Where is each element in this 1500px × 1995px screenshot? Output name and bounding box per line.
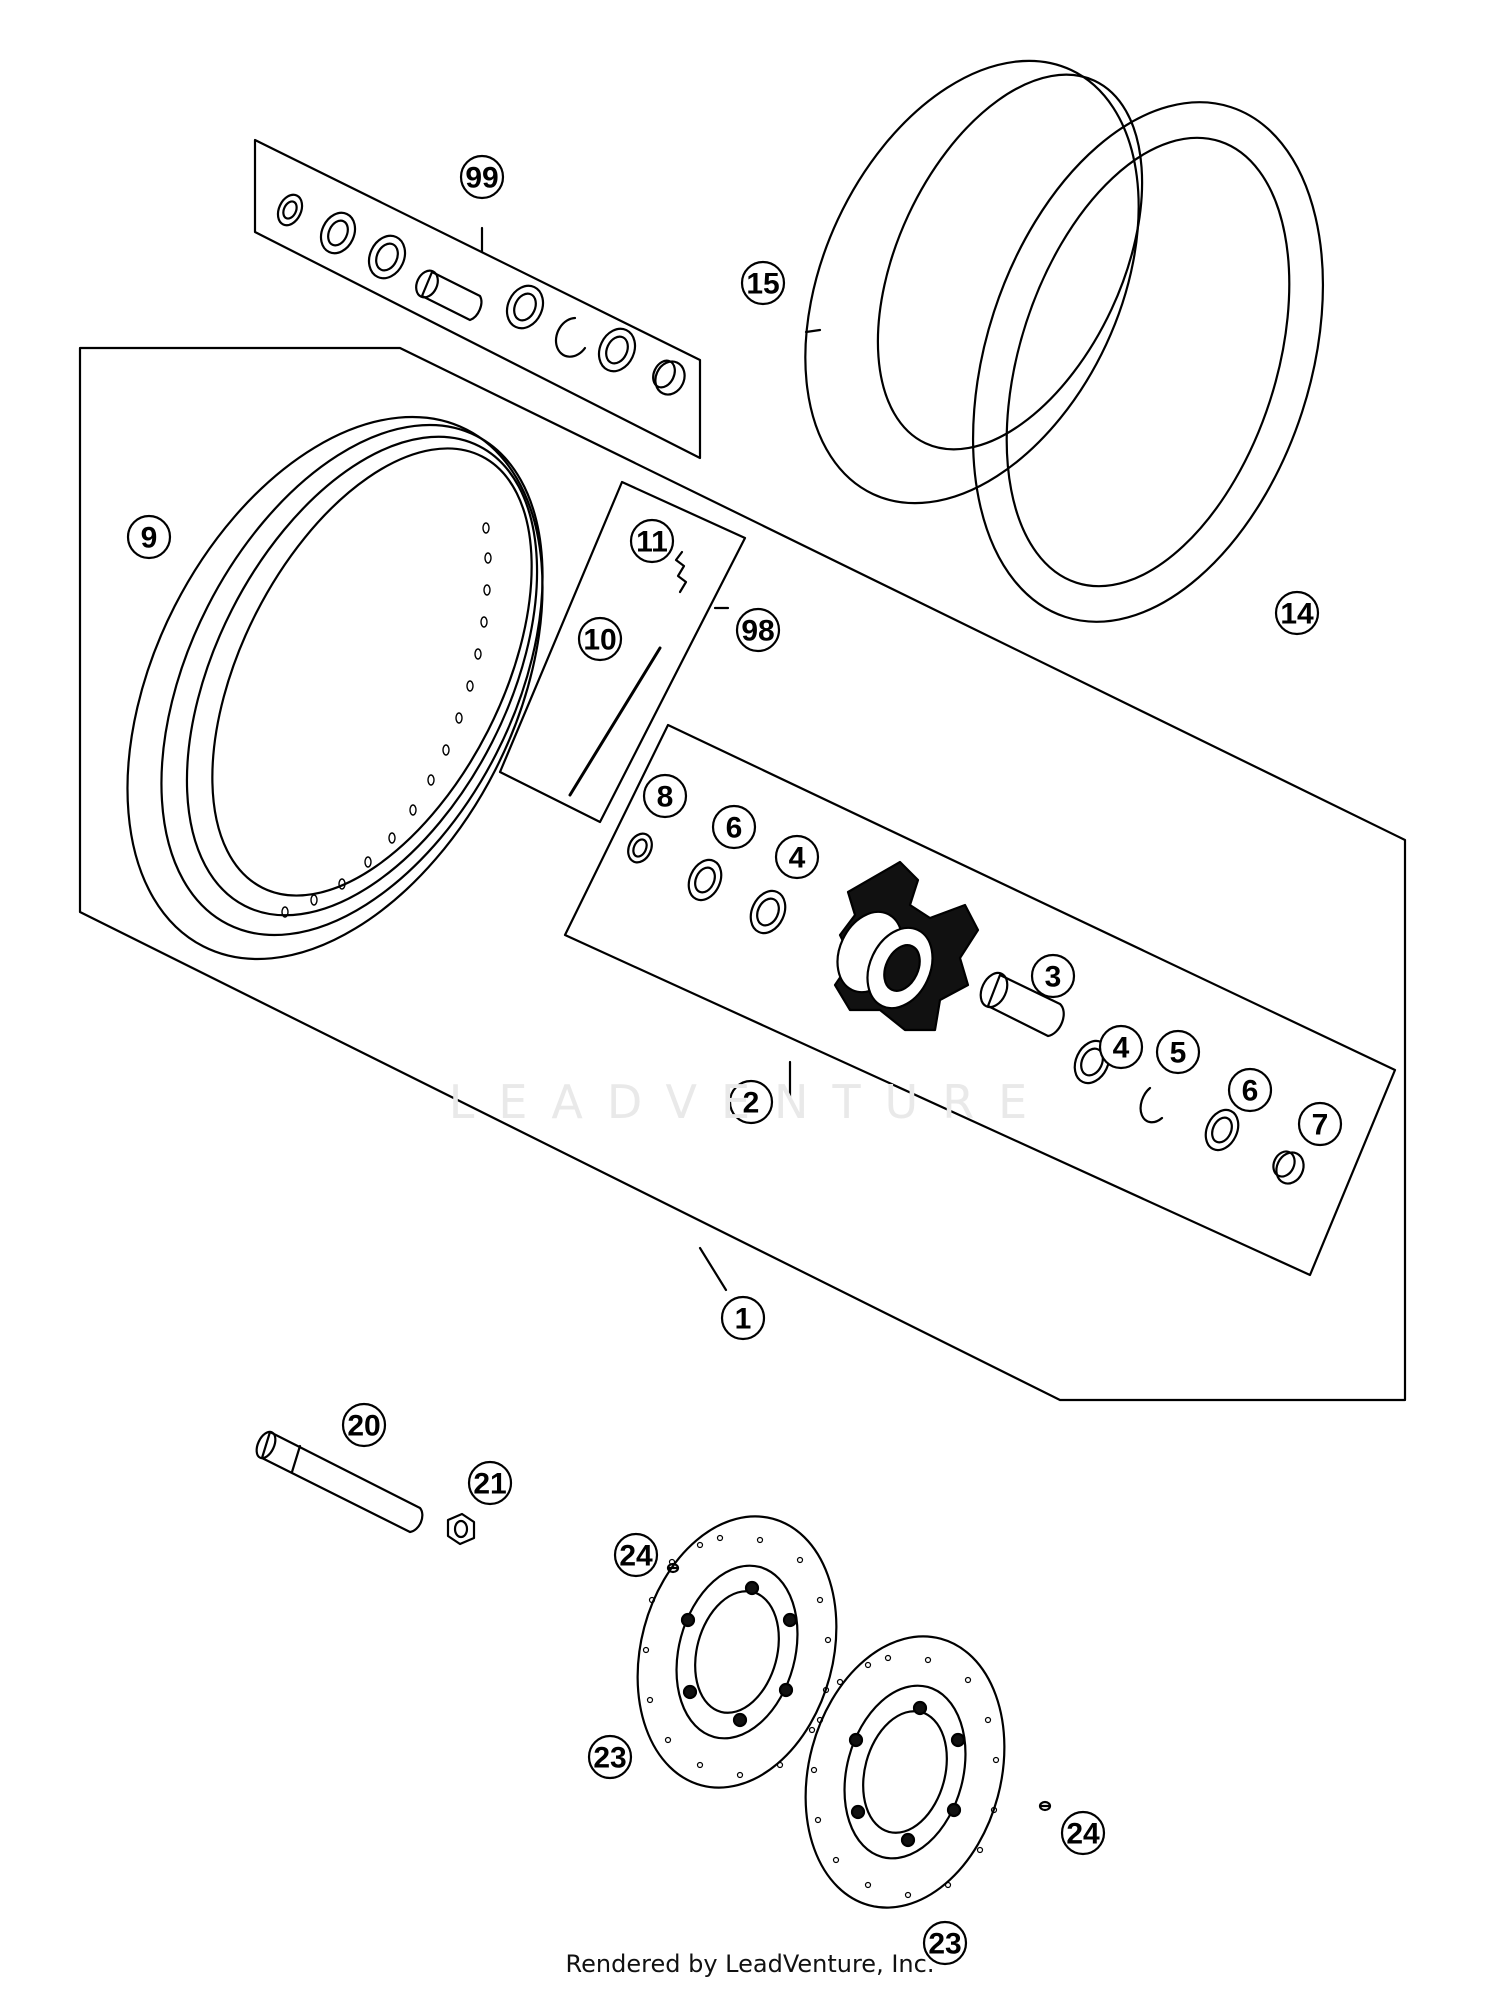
callout-label-4: 4	[1113, 1032, 1130, 1065]
callout-circle-3	[1030, 953, 1076, 999]
watermark: LEADVENTURE	[448, 1075, 1052, 1129]
callout-circle-7	[1297, 1101, 1343, 1147]
callout-circle-24	[613, 1532, 659, 1578]
callout-circle-23	[587, 1734, 633, 1780]
screw-24-bottom	[1038, 1800, 1052, 1812]
callout-label-99: 99	[465, 162, 498, 195]
callout-circle-24	[1060, 1810, 1106, 1856]
callout-label-21: 21	[473, 1468, 506, 1501]
callout-label-24: 24	[1066, 1818, 1100, 1851]
callout-circle-20	[341, 1402, 387, 1448]
callout-label-2: 2	[743, 1087, 760, 1120]
callout-label-14: 14	[1280, 598, 1314, 631]
callout-circle-10	[577, 616, 623, 662]
wheel-assembly-outline-1	[78, 346, 1407, 1402]
callout-label-24: 24	[619, 1540, 653, 1573]
callout-label-6: 6	[726, 812, 743, 845]
callout-label-15: 15	[746, 268, 779, 301]
callout-label-10: 10	[583, 624, 616, 657]
callout-circle-14	[1274, 590, 1320, 636]
callout-label-23: 23	[593, 1742, 626, 1775]
callout-circle-6	[1227, 1067, 1273, 1113]
callout-label-20: 20	[347, 1410, 380, 1443]
axle-20	[255, 1430, 424, 1534]
brake-disc-23-right	[804, 1635, 1006, 1909]
callout-circle-23	[922, 1920, 968, 1966]
callout-label-5: 5	[1170, 1037, 1187, 1070]
callout-circle-4	[1098, 1024, 1144, 1070]
hub-panel-2	[563, 723, 1397, 1277]
spoke-panel-98	[498, 480, 747, 824]
footer-credit: Rendered by LeadVenture, Inc.	[565, 1950, 935, 1978]
callout-circle-8	[642, 773, 688, 819]
callout-circle-11	[629, 518, 675, 564]
callout-circle-5	[1155, 1029, 1201, 1075]
callout-circle-99	[459, 154, 505, 200]
callout-label-23: 23	[928, 1928, 961, 1961]
callout-circle-4	[774, 834, 820, 880]
brake-disc-23-left	[636, 1515, 838, 1789]
callout-circle-98	[735, 607, 781, 653]
callout-label-3: 3	[1045, 961, 1062, 994]
callout-label-98: 98	[741, 615, 774, 648]
callout-label-9: 9	[141, 522, 158, 555]
callout-circle-21	[467, 1460, 513, 1506]
callout-circle-1	[720, 1295, 766, 1341]
rim-9	[126, 415, 544, 961]
callout-circle-2	[728, 1079, 774, 1125]
inner-tube-14	[971, 101, 1325, 623]
kit-panel-99	[253, 138, 702, 460]
callout-circle-15	[740, 260, 786, 306]
callout-label-1: 1	[735, 1303, 752, 1336]
callout-label-7: 7	[1312, 1109, 1329, 1142]
tire-15	[804, 59, 1144, 505]
nut-21	[446, 1512, 476, 1546]
callout-circle-6	[711, 804, 757, 850]
callout-label-4: 4	[789, 842, 806, 875]
callout-label-8: 8	[657, 781, 674, 814]
leader-line-1	[698, 1246, 728, 1292]
callout-label-11: 11	[636, 526, 668, 559]
callout-label-6: 6	[1242, 1075, 1259, 1108]
callout-circle-9	[126, 514, 172, 560]
